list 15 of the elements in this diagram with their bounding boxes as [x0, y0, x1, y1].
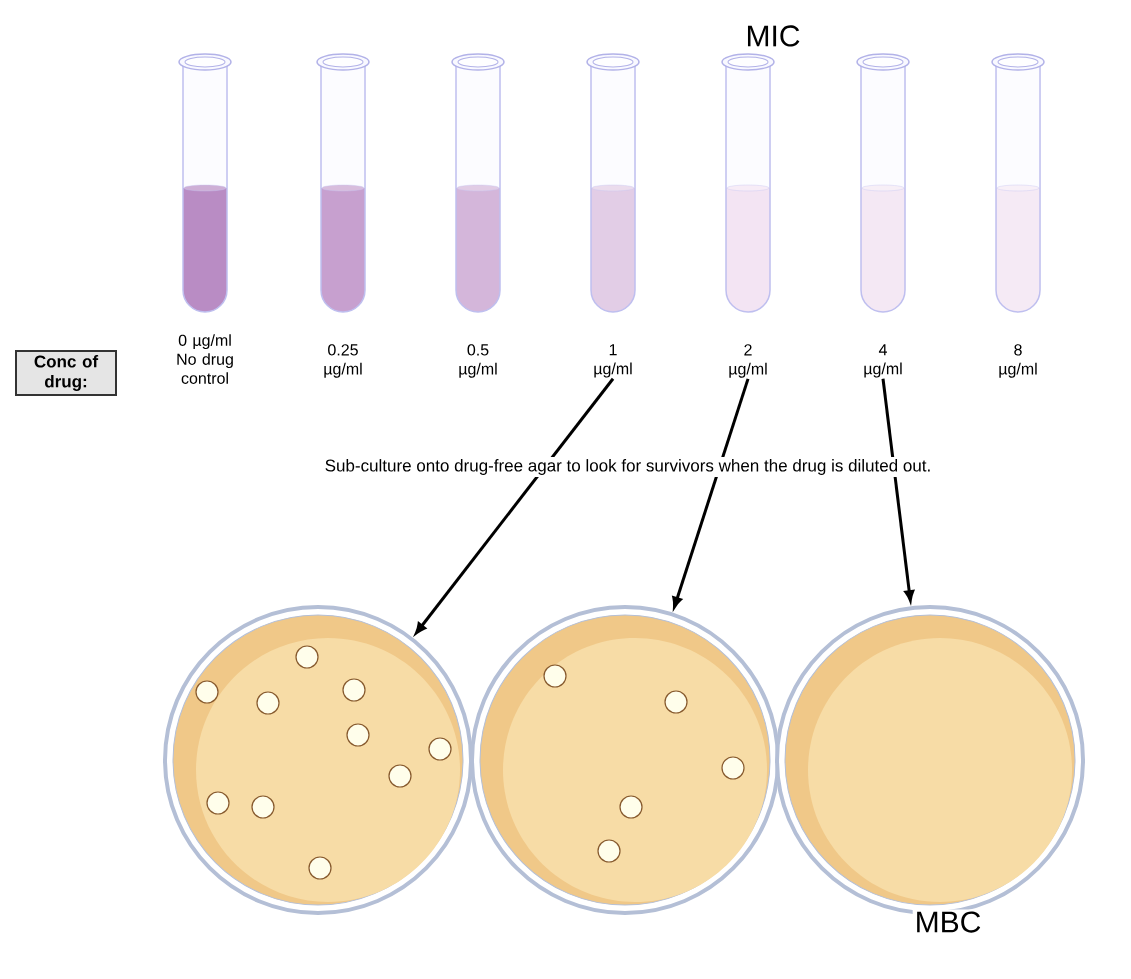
- instruction-text: Sub-culture onto drug-free agar to look for survivors when the drug is diluted out.: [322, 457, 934, 477]
- petri-dish-drawing: [470, 605, 780, 915]
- concentration-label: 4 µg/ml: [864, 344, 902, 378]
- concentration-label: 0.25 µg/ml: [324, 344, 362, 378]
- petri-dish-drawing: [163, 605, 473, 915]
- label-box: Conc of drug:: [15, 350, 117, 396]
- arrow: [672, 378, 750, 609]
- concentration-label: 1 µg/ml: [594, 344, 632, 378]
- concentration-label: 2 µg/ml: [729, 344, 767, 378]
- mbc-label: MBC: [912, 909, 984, 935]
- concentration-label: 0.5 µg/ml: [459, 344, 497, 378]
- arrow: [415, 377, 615, 635]
- mic-label: MIC: [743, 23, 803, 49]
- concentration-label: 0 µg/ml No drug control: [177, 334, 233, 384]
- concentration-label: 8 µg/ml: [999, 344, 1037, 378]
